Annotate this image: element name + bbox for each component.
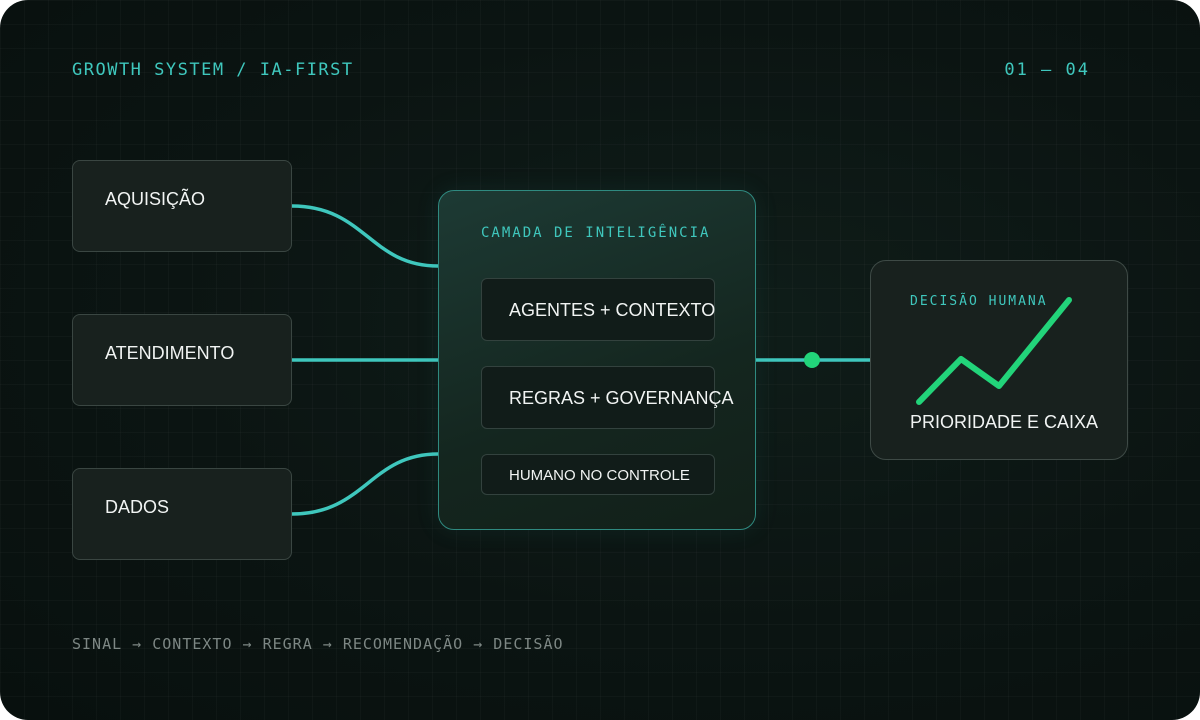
connector-aquisicao	[291, 204, 439, 268]
flow-caption: SINAL → CONTEXTO → REGRA → RECOMENDAÇÃO …	[72, 635, 564, 653]
source-node-atendimento: ATENDIMENTO	[72, 314, 292, 406]
trend-up-icon	[916, 297, 1072, 405]
layer-agentes-contexto: AGENTES + CONTEXTO	[481, 278, 715, 341]
intelligence-layer-title: CAMADA DE INTELIGÊNCIA	[481, 225, 711, 241]
source-label: DADOS	[105, 497, 170, 517]
decision-box: DECISÃO HUMANA PRIORIDADE E CAIXA	[870, 260, 1128, 460]
layer-label: REGRAS + GOVERNANÇA	[509, 388, 734, 408]
header-title: GROWTH SYSTEM / IA-FIRST	[72, 60, 354, 80]
output-node-dot	[804, 352, 820, 368]
layer-regras-governanca: REGRAS + GOVERNANÇA	[481, 366, 734, 429]
page-indicator: 01 — 04	[1004, 60, 1090, 80]
connector-dados	[291, 452, 439, 516]
decision-title: DECISÃO HUMANA	[910, 294, 1048, 309]
source-label: AQUISIÇÃO	[105, 189, 206, 209]
source-label: ATENDIMENTO	[105, 343, 235, 363]
intelligence-layer-box: CAMADA DE INTELIGÊNCIA AGENTES + CONTEXT…	[438, 190, 756, 530]
source-node-dados: DADOS	[72, 468, 292, 560]
decision-label: PRIORIDADE E CAIXA	[910, 412, 1099, 432]
source-node-aquisicao: AQUISIÇÃO	[72, 160, 292, 252]
layer-label: HUMANO NO CONTROLE	[509, 467, 690, 484]
layer-label: AGENTES + CONTEXTO	[509, 300, 716, 320]
layer-humano-controle: HUMANO NO CONTROLE	[481, 454, 715, 495]
